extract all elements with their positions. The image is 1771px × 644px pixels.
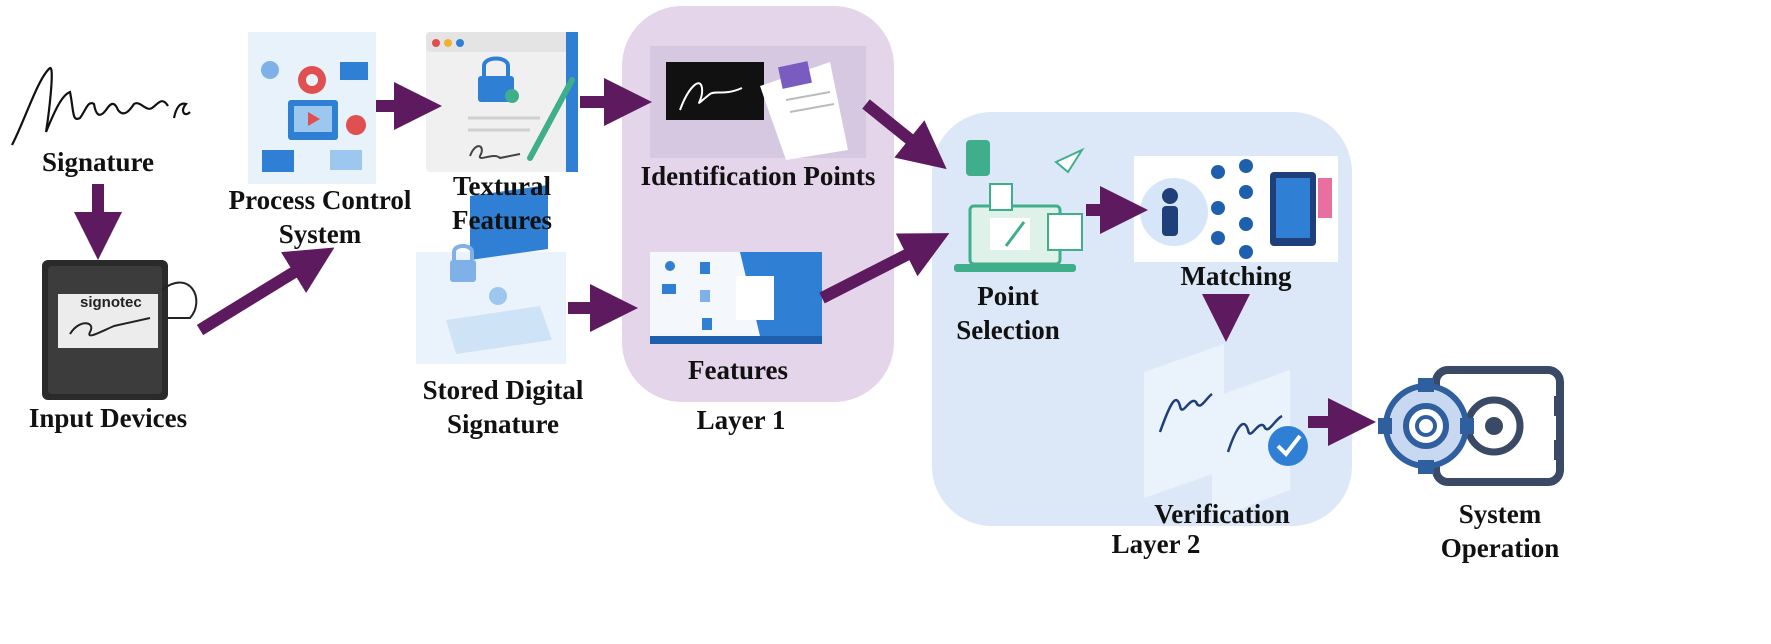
process-control-label-line1: Process Control [228,185,412,215]
verification-icon [1144,344,1308,520]
system-operation-icon [1378,366,1564,486]
arrow-features-to-selection [819,233,950,304]
features-label: Features [688,355,788,385]
flow-arrows [74,78,1376,446]
identification-points-icon [650,46,866,160]
process-control-icon [248,32,376,184]
input-devices-label: Input Devices [28,403,188,433]
stored-digital-signature-label-line2: Signature [446,409,560,439]
handwritten-signature-icon [11,66,191,146]
textural-features-label-line2: Features [452,205,552,235]
gear-icon [1378,378,1474,474]
point-selection-label-line1: Point [977,281,1039,311]
verification-label: Verification [1154,499,1290,529]
point-selection-icon [954,140,1085,272]
layer-1-label: Layer 1 [696,405,786,435]
system-operation-label-line2: Operation [1440,533,1560,563]
stored-digital-signature-icon [416,184,566,364]
device-brand-label: signotec [80,294,142,311]
point-selection-label-line2: Selection [956,315,1060,345]
signature-label: Signature [41,147,155,177]
arrow-device-to-process [196,247,335,336]
signature-pad-icon [42,260,198,400]
identification-points-label: Identification Points [640,161,876,191]
layer-2-label: Layer 2 [1111,529,1201,559]
textural-features-label-line1: Textural [452,171,551,201]
stored-digital-signature-label-line1: Stored Digital [422,375,584,405]
process-control-label-line2: System [278,219,362,249]
matching-label: Matching [1180,261,1292,291]
matching-icon [1134,156,1338,262]
arrow-identification-to-selection [862,99,947,170]
features-icon [650,252,822,344]
textural-features-icon [426,32,578,172]
system-operation-label-line1: System [1458,499,1542,529]
